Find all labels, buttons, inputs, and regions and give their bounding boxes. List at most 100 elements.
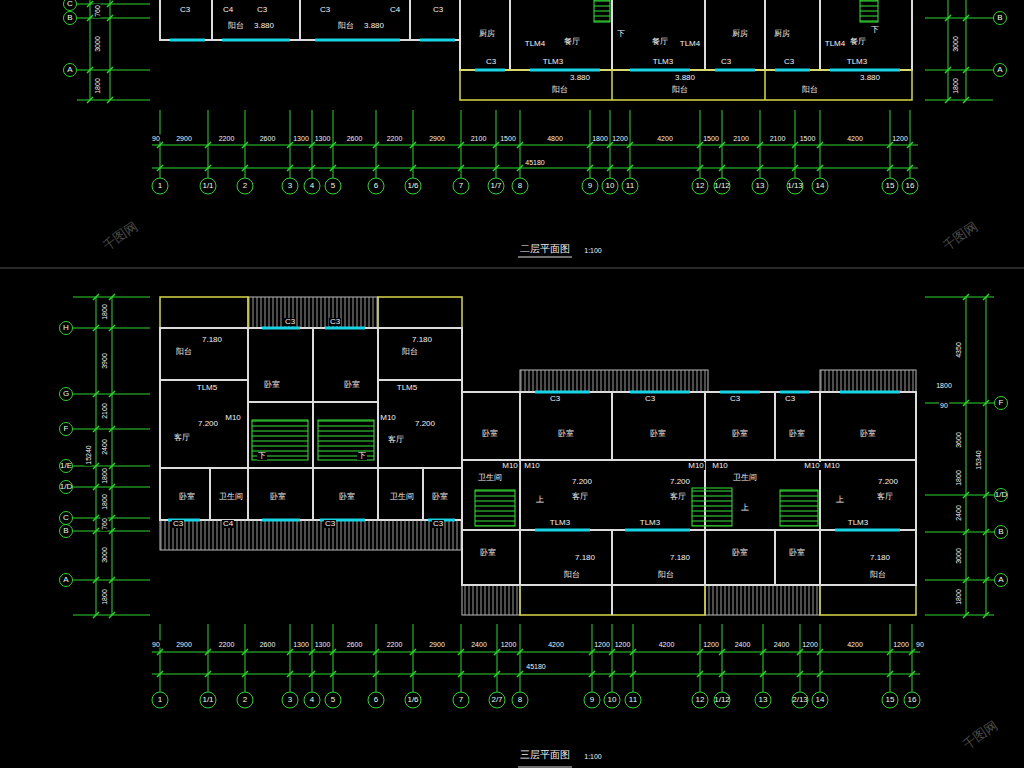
axis-number: 1/6 [406, 696, 419, 704]
dimension-text: 3000 [101, 546, 108, 564]
axis-bubble [304, 692, 320, 708]
dimension-line [633, 624, 634, 690]
axis-number: B [62, 527, 69, 535]
room-label: 卧室 [788, 549, 806, 557]
dimension-line [520, 110, 521, 176]
axis-number: 6 [373, 696, 379, 704]
dimension-tick [87, 97, 93, 103]
room-label: C3 [720, 58, 732, 66]
room-label: 下 [616, 30, 626, 38]
axis-number: 3 [287, 182, 293, 190]
dimension-tick [109, 528, 115, 534]
room-label: M10 [711, 462, 729, 470]
dimension-line [763, 624, 764, 690]
room-label: 7.180 [411, 336, 433, 344]
dimension-line [925, 297, 994, 298]
room-label: 卧室 [263, 381, 281, 389]
room-label: 下 [870, 26, 880, 34]
room-label: 7.180 [574, 554, 596, 562]
axis-number: 1/E [59, 462, 73, 470]
dimension-line [912, 624, 913, 690]
dimension-text: 2400 [734, 641, 752, 648]
room-label: 阳台 [801, 86, 819, 94]
dimension-tick [109, 612, 115, 618]
dimension-text: 4350 [955, 341, 962, 359]
watermark: 千图网 [959, 718, 1000, 752]
axis-number: 9 [589, 696, 595, 704]
axis-bubble [625, 692, 641, 708]
dimension-line [925, 18, 993, 19]
room-label: 7.180 [669, 554, 691, 562]
dimension-text: 1800 [955, 469, 962, 487]
room-label: TLM3 [549, 519, 571, 527]
dimension-text: 1800 [955, 588, 962, 606]
room-label: TLM5 [196, 384, 218, 392]
dimension-text: 1800 [101, 588, 108, 606]
axis-number: B [66, 14, 73, 22]
room-label: 卧室 [731, 549, 749, 557]
room-label: 阳台 [401, 348, 419, 356]
axis-bubble [994, 64, 1007, 77]
dimension-tick [983, 577, 989, 583]
dimension-text: 2100 [732, 135, 750, 142]
dimension-tick [87, 1, 93, 7]
room-label: TLM4 [679, 40, 701, 48]
dimension-line [722, 110, 723, 176]
axis-bubble [714, 178, 730, 194]
dimension-text: 1800 [101, 493, 108, 511]
axis-bubble [995, 397, 1008, 410]
room-label: 卫生间 [389, 493, 415, 501]
axis-number: 1/6 [406, 182, 419, 190]
axis-bubble [325, 692, 341, 708]
scale-text: 1:100 [583, 247, 603, 254]
dimension-tick [109, 463, 115, 469]
dimension-tick [109, 426, 115, 432]
room-label: C3 [485, 58, 497, 66]
dimension-text: 760 [101, 517, 108, 531]
room-label: 客厅 [571, 493, 589, 501]
dimension-text: 2200 [218, 135, 236, 142]
dimension-text: 1300 [292, 641, 310, 648]
room-label: TLM3 [652, 58, 674, 66]
room-label: 卫生间 [732, 474, 758, 482]
dimension-text: 1500 [799, 135, 817, 142]
axis-number: 2/13 [791, 696, 809, 704]
room-label: 卧室 [178, 493, 196, 501]
dimension-line [910, 110, 911, 176]
room-label: 阳台 [671, 86, 689, 94]
dimension-line [96, 297, 97, 615]
room-label: 3.880 [569, 74, 591, 82]
dimension-text: 3600 [955, 431, 962, 449]
dimension-tick [93, 391, 99, 397]
axis-bubble [152, 692, 168, 708]
room-label: 卧室 [431, 493, 449, 501]
room-label: 7.180 [869, 554, 891, 562]
axis-bubble [200, 692, 216, 708]
axis-number: 12 [695, 696, 706, 704]
dimension-text: 4200 [547, 641, 565, 648]
dimension-tick [963, 97, 969, 103]
axis-number: 9 [587, 182, 593, 190]
dimension-tick [963, 294, 969, 300]
dimension-tick [963, 612, 969, 618]
dimension-text: 2600 [346, 641, 364, 648]
axis-number: 1 [157, 696, 163, 704]
axis-number: B [997, 528, 1004, 536]
room-label: C4 [222, 520, 234, 528]
axis-bubble [489, 692, 505, 708]
room-label: C3 [783, 58, 795, 66]
axis-number: 15 [885, 182, 896, 190]
axis-number: 7 [458, 182, 464, 190]
dimension-text: 1200 [614, 641, 632, 648]
room-label: C3 [256, 6, 268, 14]
dimension-tick [963, 529, 969, 535]
dimension-text: 2900 [175, 641, 193, 648]
dimension-line [925, 580, 994, 581]
dimension-tick [107, 15, 113, 21]
dimension-tick [945, 97, 951, 103]
dimension-text: 2600 [259, 135, 277, 142]
dimension-text: 3000 [952, 35, 959, 53]
axis-number: F [63, 425, 70, 433]
dimension-line [700, 110, 701, 176]
room-label: 客厅 [387, 436, 405, 444]
